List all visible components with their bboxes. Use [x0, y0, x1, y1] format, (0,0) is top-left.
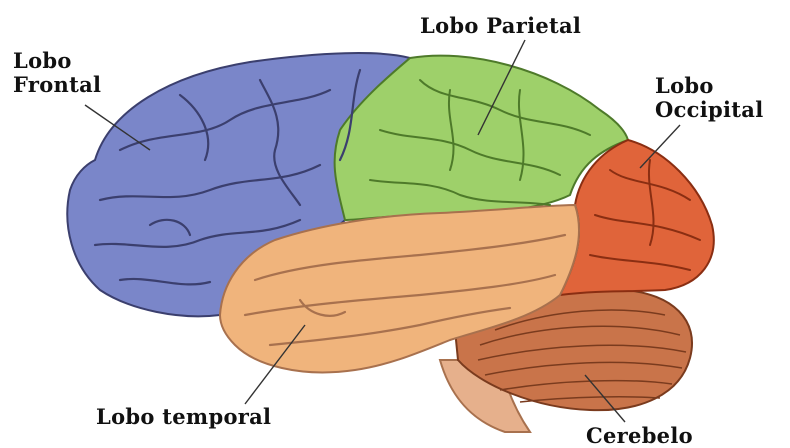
label-frontal-lobe: Lobo Frontal — [13, 49, 101, 97]
label-temporal-lobe: Lobo temporal — [96, 405, 271, 429]
label-occipital-lobe: Lobo Occipital — [655, 74, 764, 122]
label-cerebellum: Cerebelo — [586, 424, 693, 448]
label-parietal-lobe: Lobo Parietal — [420, 14, 581, 38]
